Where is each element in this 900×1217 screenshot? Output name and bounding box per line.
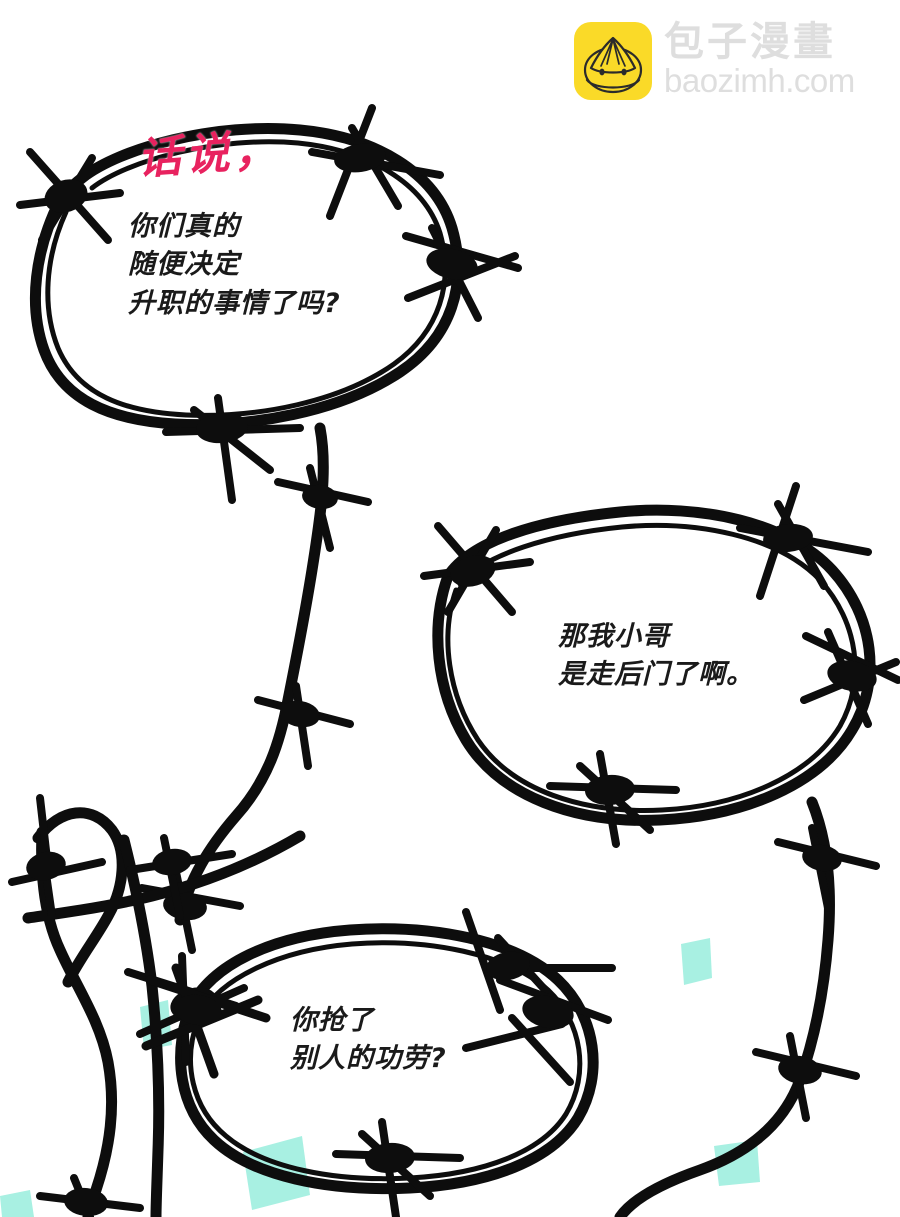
bubble-1-barb-knots: [44, 143, 478, 444]
bubble-3-text: 你抢了 别人的功劳?: [290, 1005, 447, 1075]
bubble-2-outline: [432, 504, 876, 826]
confetti-shard: [0, 1190, 34, 1217]
watermark-brand-en: baozimh.com: [664, 62, 855, 99]
wire-left-loop: [32, 807, 128, 988]
wire-right-knots: [778, 844, 842, 1085]
bubble-1-outline: [29, 123, 464, 431]
bubble-2-barb-knots: [450, 523, 877, 806]
wire-strokes: [8, 104, 900, 1217]
bubble-2-text: 那我小哥 是走后门了啊。: [558, 621, 754, 691]
baozimh-watermark: 包子漫畫 baozimh.com: [574, 22, 894, 118]
bubble-2-outline-inner: [445, 522, 858, 813]
bubble-3-outline-inner: [188, 940, 583, 1182]
wire-left-knots: [26, 848, 192, 1217]
bao-bun-icon: [574, 22, 652, 100]
wire-bubble1-to-bubble3: [174, 422, 329, 926]
hashuo-sfx-text: 话说，: [135, 124, 283, 185]
bubble-1-outline-inner: [45, 139, 448, 418]
watermark-brand-cn: 包子漫畫: [664, 19, 836, 65]
bubble-1-text: 你们真的 随便决定 升职的事情了吗?: [128, 211, 341, 319]
wire-mid-left-knot: [174, 994, 222, 1026]
confetti-shard: [681, 938, 712, 985]
wire-bubble2-right-descent: [614, 796, 835, 1217]
wire-mid-knots: [163, 484, 338, 921]
wire-left-diagonal: [22, 830, 306, 924]
watermark-text: 包子漫畫 baozimh.com: [664, 22, 855, 97]
bubble-3-outline: [175, 923, 599, 1195]
